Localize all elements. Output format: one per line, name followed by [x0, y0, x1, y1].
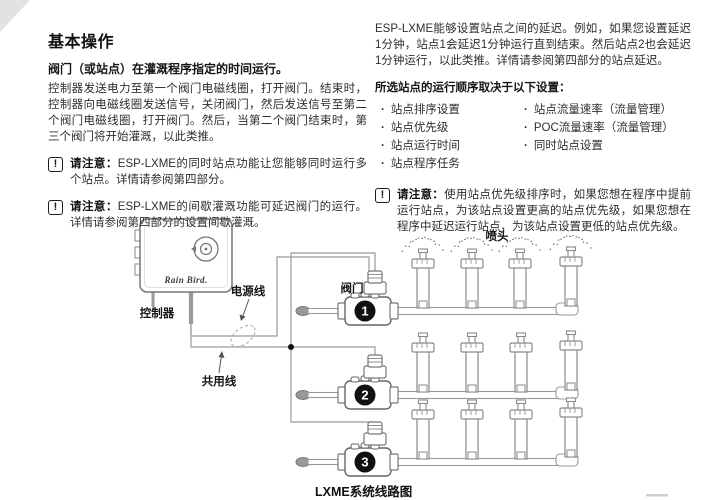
note-simulstations: ! 请注意：ESP-LXME的同时站点功能让您能够同时运行多个站点。详情请参阅第… [48, 156, 367, 188]
valve-number-badge: 2 [361, 388, 368, 403]
sprinkler-label: 喷头 [486, 229, 509, 243]
note-body: 使用站点优先级排序时，如果您想在程序中提前运行站点，为该站点设置更高的站点优先级… [397, 189, 692, 233]
rainbird-logo: Rain Bird. [163, 275, 207, 285]
valve-number-badge: 3 [361, 455, 368, 470]
common-line-label: 共用线 [202, 374, 237, 388]
note-body: ESP-LXME的间歇灌溉功能可延迟阀门的运行。详情请参阅第四部分的设置间歇灌溉… [70, 201, 368, 229]
sprinkler-head [509, 399, 533, 460]
bullet-item: 同时站点设置 [518, 137, 691, 155]
right-column: ESP-LXME能够设置站点之间的延迟。例如，如果您设置延迟1分钟，站点1会延迟… [375, 21, 691, 235]
common-line-arrow [218, 351, 225, 374]
left-column: 基本操作 阀门（或站点）在灌溉程序指定的时间运行。 控制器发送电力至第一个阀门电… [48, 28, 367, 231]
bullet-column-2: 站点流量速率（流量管理） POC流量速率（流量管理） 同时站点设置 [518, 101, 691, 173]
settings-bullet-list: 站点排序设置 站点优先级 站点运行时间 站点程序任务 站点流量速率（流量管理） … [375, 101, 691, 173]
valve-label: 阀门 [341, 281, 364, 295]
wire-junction-dot [288, 344, 294, 350]
delay-paragraph: ESP-LXME能够设置站点之间的延迟。例如，如果您设置延迟1分钟，站点1会延迟… [375, 23, 691, 67]
sprinkler-head [411, 332, 435, 393]
page-title: 基本操作 [48, 34, 115, 51]
page-edge-artifact [646, 494, 668, 497]
controller: Rain Bird. [134, 218, 233, 293]
valve-2 [295, 354, 399, 410]
note-body: ESP-LXME的同时站点功能让您能够同时运行多个站点。详情请参阅第四部分。 [70, 158, 368, 186]
note-cycle-soak: ! 请注意：ESP-LXME的间歇灌溉功能可延迟阀门的运行。详情请参阅第四部分的… [48, 199, 367, 231]
sprinkler-head [508, 248, 532, 309]
sprinkler-head [559, 397, 583, 458]
bullet-item: 站点运行时间 [375, 137, 518, 155]
sprinkler-head [460, 399, 484, 460]
note-label: 请注意： [70, 201, 118, 213]
bullet-item: POC流量速率（流量管理） [518, 119, 691, 137]
section-subtitle: 阀门（或站点）在灌溉程序指定的时间运行。 [48, 62, 289, 76]
sprinkler-head [559, 246, 583, 307]
note-text: 请注意：使用站点优先级排序时，如果您想在程序中提前运行站点，为该站点设置更高的站… [397, 187, 691, 235]
sprinkler-head [509, 332, 533, 393]
bullet-item: 站点排序设置 [375, 101, 518, 119]
note-priority: ! 请注意：使用站点优先级排序时，如果您想在程序中提前运行站点，为该站点设置更高… [375, 187, 691, 235]
note-label: 请注意： [397, 189, 445, 201]
sprinkler-head [460, 248, 484, 309]
bullet-item: 站点优先级 [375, 119, 518, 137]
power-line-arrow [239, 298, 250, 321]
wiring [151, 252, 376, 423]
valve-3 [295, 421, 399, 477]
power-line-label: 电源线 [231, 284, 266, 298]
zone-row-1: 1 [295, 234, 593, 326]
sprinkler-head [411, 399, 435, 460]
exclamation-icon: ! [48, 200, 63, 215]
bullet-item: 站点流量速率（流量管理） [518, 101, 691, 119]
exclamation-icon: ! [375, 188, 390, 203]
valve-number-badge: 1 [361, 304, 368, 319]
bullet-column-1: 站点排序设置 站点优先级 站点运行时间 站点程序任务 [375, 101, 518, 173]
intro-paragraph: 控制器发送电力至第一个阀门电磁线圈，打开阀门。结束时，控制器向电磁线圈发送信号，… [48, 83, 367, 143]
bullet-item: 站点程序任务 [375, 155, 518, 173]
valve-1 [295, 270, 399, 326]
sprinkler-head [460, 332, 484, 393]
controller-label: 控制器 [140, 306, 175, 320]
sprinkler-head [411, 248, 435, 309]
zone-row-2: 2 [295, 330, 583, 410]
page-corner-artifact [0, 0, 30, 32]
note-text: 请注意：ESP-LXME的间歇灌溉功能可延迟阀门的运行。详情请参阅第四部分的设置… [70, 199, 367, 231]
power-line-loop [230, 324, 256, 348]
note-label: 请注意： [70, 158, 118, 170]
exclamation-icon: ! [48, 157, 63, 172]
zone-row-3: 3 [295, 397, 583, 477]
dial-pointer [191, 246, 196, 252]
list-intro: 所选站点的运行顺序取决于以下设置： [375, 82, 571, 94]
note-text: 请注意：ESP-LXME的同时站点功能让您能够同时运行多个站点。详情请参阅第四部… [70, 156, 367, 188]
diagram-caption: LXME系统线路图 [315, 484, 412, 499]
sprinkler-head [559, 330, 583, 391]
